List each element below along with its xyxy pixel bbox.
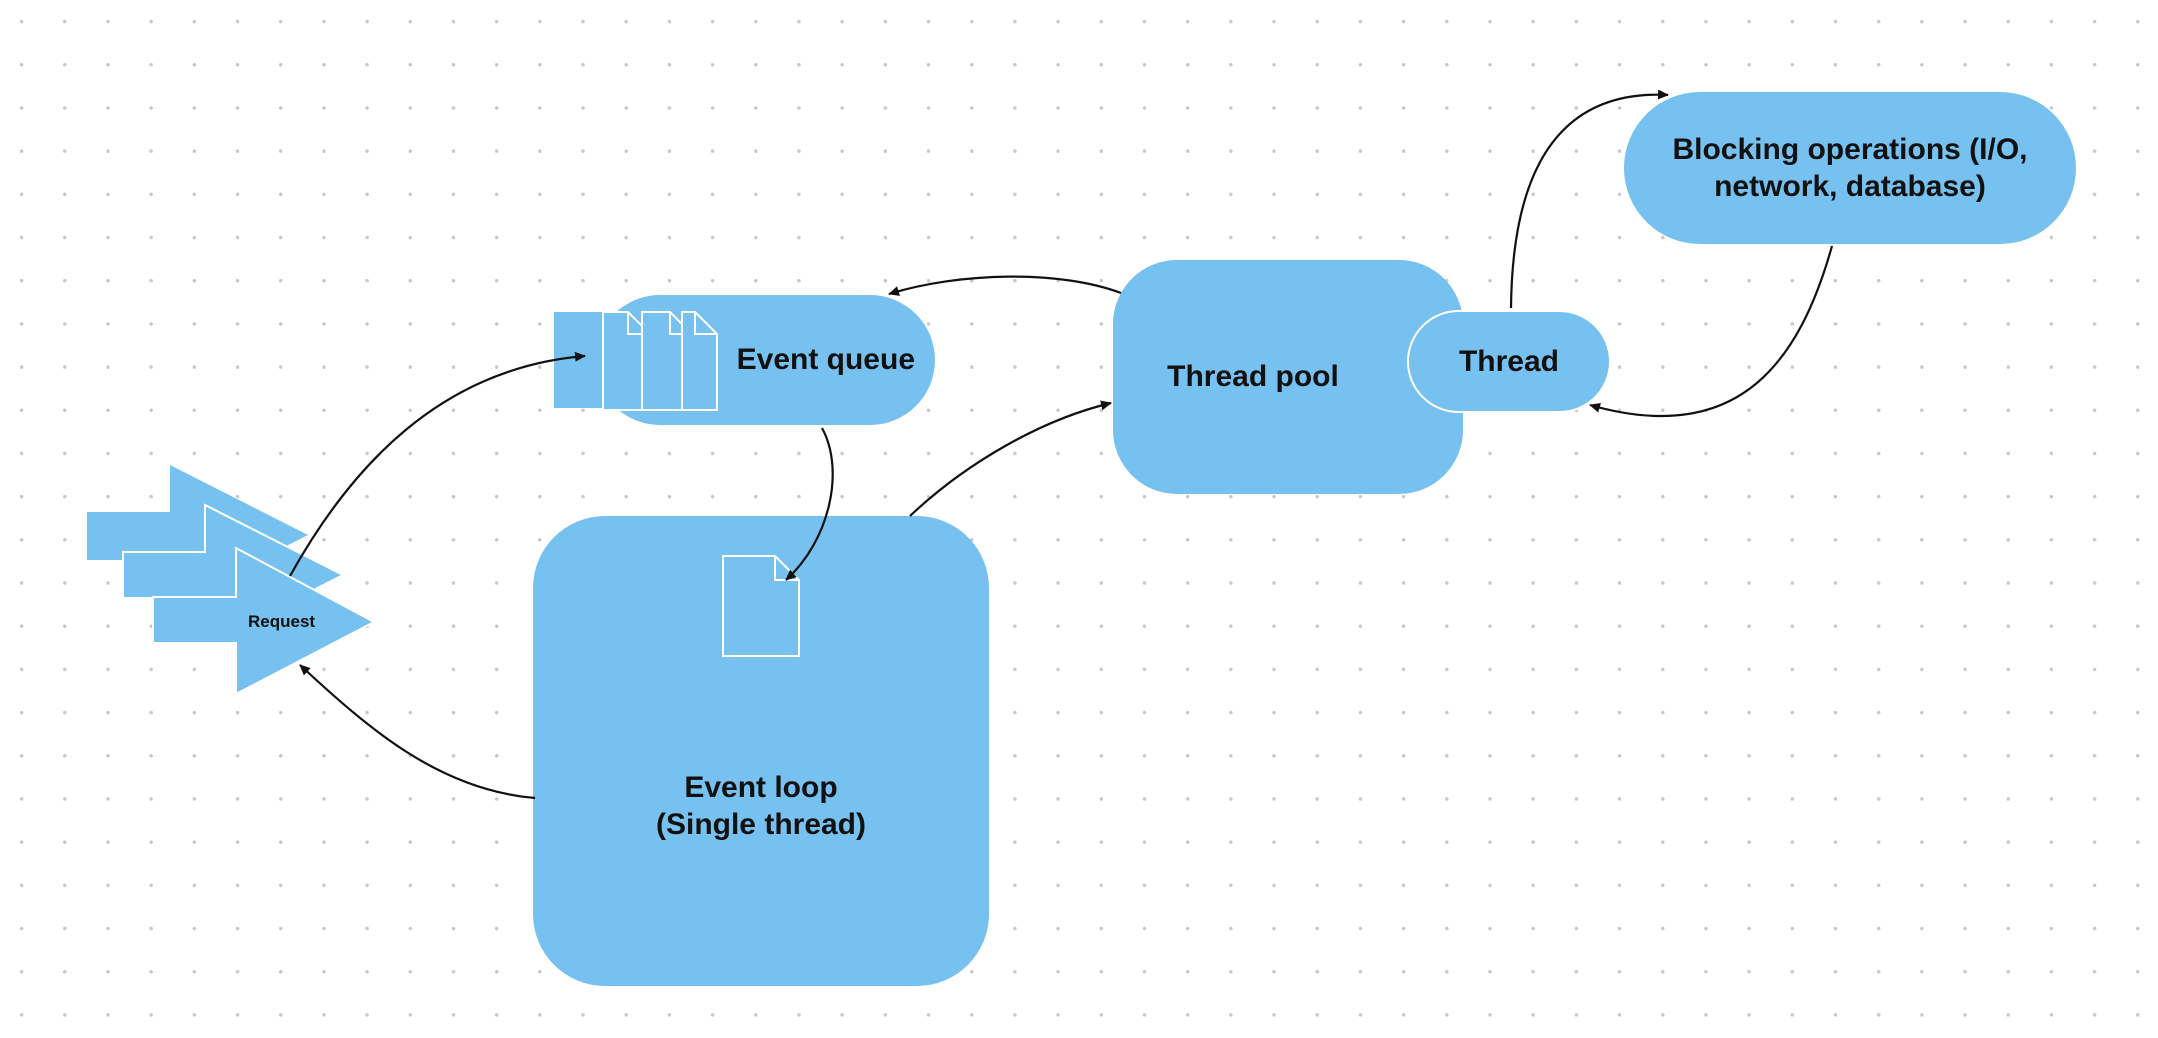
queue-document-c [681,311,718,411]
edge-blocking-to-thread [1589,245,1834,418]
thread-pool-label: Thread pool [1167,360,1339,394]
edge-loop-to-pool [909,400,1112,517]
blocking-operations-node[interactable]: Blocking operations (I/O, network, datab… [1624,92,2076,244]
queue-documents-icon [554,311,718,411]
edge-loop-to-request [299,664,536,800]
loop-document-icon [722,555,800,657]
thread-label: Thread [1458,344,1560,378]
request-arrow-front [152,546,377,696]
thread-pool-node[interactable]: Thread pool [1113,260,1463,494]
edge-queue-to-loop [785,427,834,581]
edge-pool-to-queue [888,275,1122,296]
edge-request-to-queue [289,351,586,577]
event-queue-label: Event queue [736,343,915,377]
blocking-operations-label: Blocking operations (I/O, network, datab… [1672,132,2028,204]
event-loop-label: Event loop (Single thread) [655,770,866,842]
edge-thread-to-blocking [1509,89,1669,309]
thread-node[interactable]: Thread [1407,310,1611,413]
request-label: Request [248,612,316,631]
queue-document-c-fold [694,312,717,335]
request-arrow-back [87,465,308,605]
